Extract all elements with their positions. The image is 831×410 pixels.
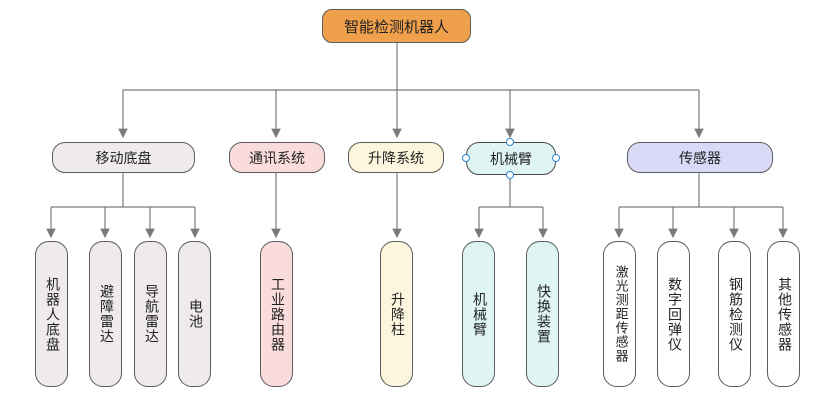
branch-communication[interactable]: 通讯系统 [229,142,325,173]
leaf-robot-chassis[interactable]: 机器人底盘 [35,241,68,387]
leaf-label: 机械臂 [470,291,487,337]
branch-label: 移动底盘 [95,150,152,167]
selection-handle-top[interactable] [506,138,514,146]
leaf-robot-arm[interactable]: 机械臂 [462,241,495,387]
leaf-quick-changer[interactable]: 快换装置 [526,241,559,387]
leaf-label: 升降柱 [388,291,405,337]
branch-mobile-chassis[interactable]: 移动底盘 [52,142,195,173]
leaf-label: 快换装置 [534,284,551,344]
leaf-obstacle-radar[interactable]: 避障雷达 [89,241,122,387]
branch-sensors[interactable]: 传感器 [627,142,773,173]
selection-handle-left[interactable] [462,154,470,162]
branch-robot-arm[interactable]: 机械臂 [466,142,556,175]
selection-handle-right[interactable] [552,154,560,162]
leaf-lifting-column[interactable]: 升降柱 [380,241,413,387]
leaf-rebound-hammer[interactable]: 数字回弹仪 [657,241,690,387]
leaf-label: 激光测距传感器 [612,265,628,363]
leaf-laser-rangefinder[interactable]: 激光测距传感器 [603,241,636,387]
leaf-label: 导航雷达 [142,284,159,344]
leaf-industrial-router[interactable]: 工业路由器 [260,241,293,387]
leaf-label: 避障雷达 [97,284,114,344]
leaf-label: 工业路由器 [268,276,285,352]
branch-label: 升降系统 [368,150,424,167]
leaf-label: 数字回弹仪 [665,276,682,352]
branch-lifting[interactable]: 升降系统 [348,142,444,173]
branch-label: 通讯系统 [249,150,305,167]
leaf-navigation-radar[interactable]: 导航雷达 [134,241,167,387]
leaf-label: 机器人底盘 [43,276,60,352]
branch-label: 传感器 [679,150,721,167]
leaf-label: 其他传感器 [775,276,792,352]
root-node[interactable]: 智能检测机器人 [322,9,471,43]
leaf-other-sensors[interactable]: 其他传感器 [767,241,800,387]
leaf-battery[interactable]: 电池 [178,241,211,387]
root-label: 智能检测机器人 [343,17,449,36]
selection-handle-bottom[interactable] [506,171,514,179]
leaf-rebar-detector[interactable]: 钢筋检测仪 [718,241,751,387]
leaf-label: 钢筋检测仪 [726,276,743,352]
leaf-label: 电池 [186,299,203,329]
branch-label: 机械臂 [490,151,532,168]
